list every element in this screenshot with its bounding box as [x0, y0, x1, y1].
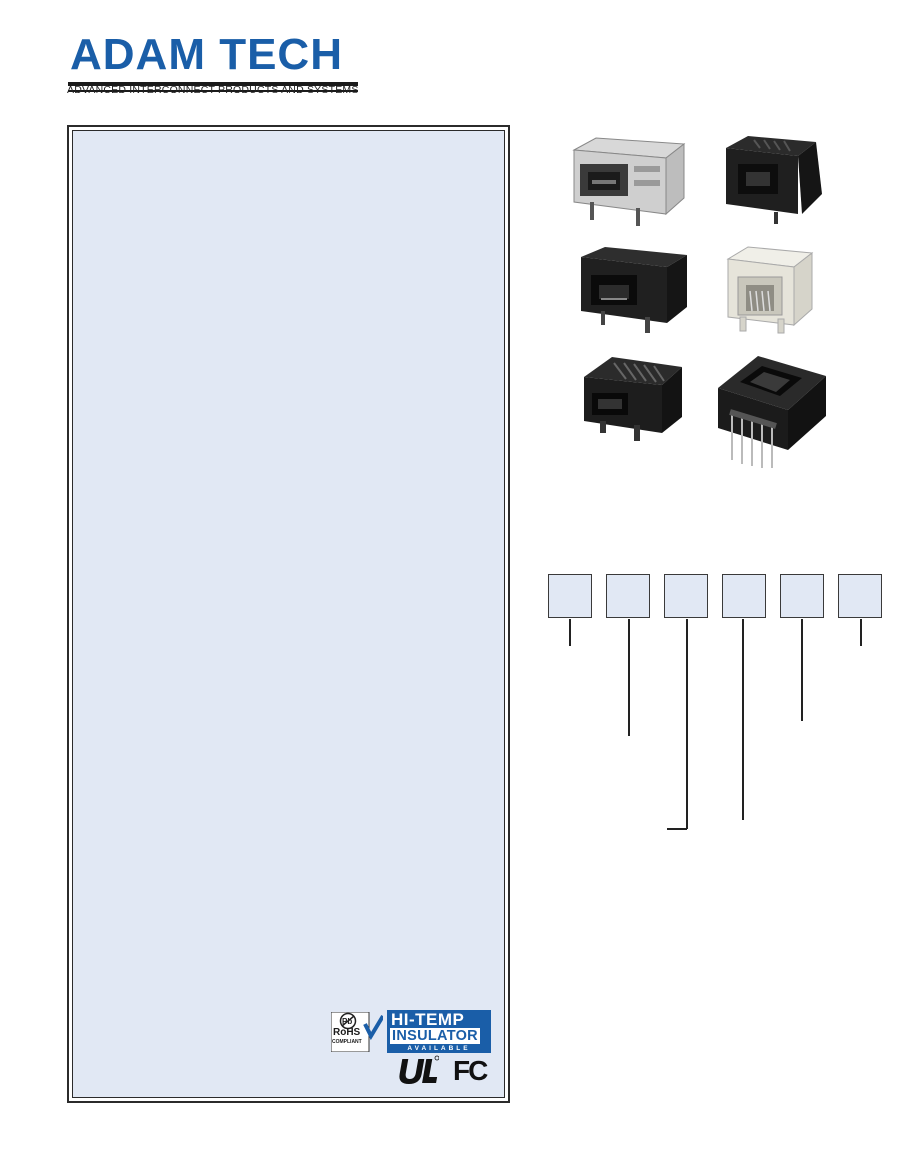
photo-black-rj45-jack — [581, 247, 687, 333]
hi-temp-line2: INSULATOR — [390, 1028, 480, 1044]
part-number-box-5 — [780, 574, 824, 618]
photo-black-rj11-jack-vertical — [726, 136, 822, 224]
fcc-mark-icon: FC — [453, 1055, 488, 1086]
photo-shielded-rj45-jack — [572, 137, 686, 226]
leader-line-4 — [742, 619, 744, 820]
leader-line-3-hook — [667, 828, 687, 830]
pb-free-icon: Pb — [331, 1012, 383, 1052]
leader-line-2 — [628, 619, 630, 736]
info-panel: Pb RoHS COMPLIANT HI-TEMP INSULATOR AVAI… — [67, 125, 510, 1103]
part-number-box-2 — [606, 574, 650, 618]
photo-white-rj11-jack — [726, 246, 814, 334]
leader-line-5 — [801, 619, 803, 721]
part-number-box-3 — [664, 574, 708, 618]
leader-line-6 — [860, 619, 862, 646]
ul-recognized-icon — [399, 1055, 439, 1084]
logo-wordmark: ADAM TECH — [70, 30, 343, 79]
hi-temp-line3: AVAILABLE — [407, 1045, 471, 1052]
photo-black-top-entry-jack — [718, 356, 826, 468]
leader-line-3 — [686, 619, 688, 829]
hi-temp-badge: HI-TEMP INSULATOR AVAILABLE — [387, 1010, 491, 1053]
part-number-box-4 — [722, 574, 766, 618]
svg-text:Pb: Pb — [342, 1017, 352, 1026]
rohs-badge: Pb RoHS COMPLIANT — [331, 1012, 383, 1052]
rohs-label: RoHS — [333, 1027, 361, 1038]
info-panel-body — [72, 130, 505, 1098]
company-logo: ADAM TECH — [68, 30, 360, 96]
leader-line-1 — [569, 619, 571, 646]
logo-rule-thick — [68, 82, 358, 86]
company-tagline: ADVANCED INTERCONNECT PRODUCTS AND SYSTE… — [67, 84, 359, 96]
part-number-box-1 — [548, 574, 592, 618]
photo-black-low-profile-jack — [584, 357, 682, 441]
hi-temp-line1: HI-TEMP — [391, 1010, 465, 1029]
rohs-compliant-label: COMPLIANT — [332, 1039, 362, 1045]
logo-rule-thin — [68, 90, 358, 92]
part-number-box-6 — [838, 574, 882, 618]
